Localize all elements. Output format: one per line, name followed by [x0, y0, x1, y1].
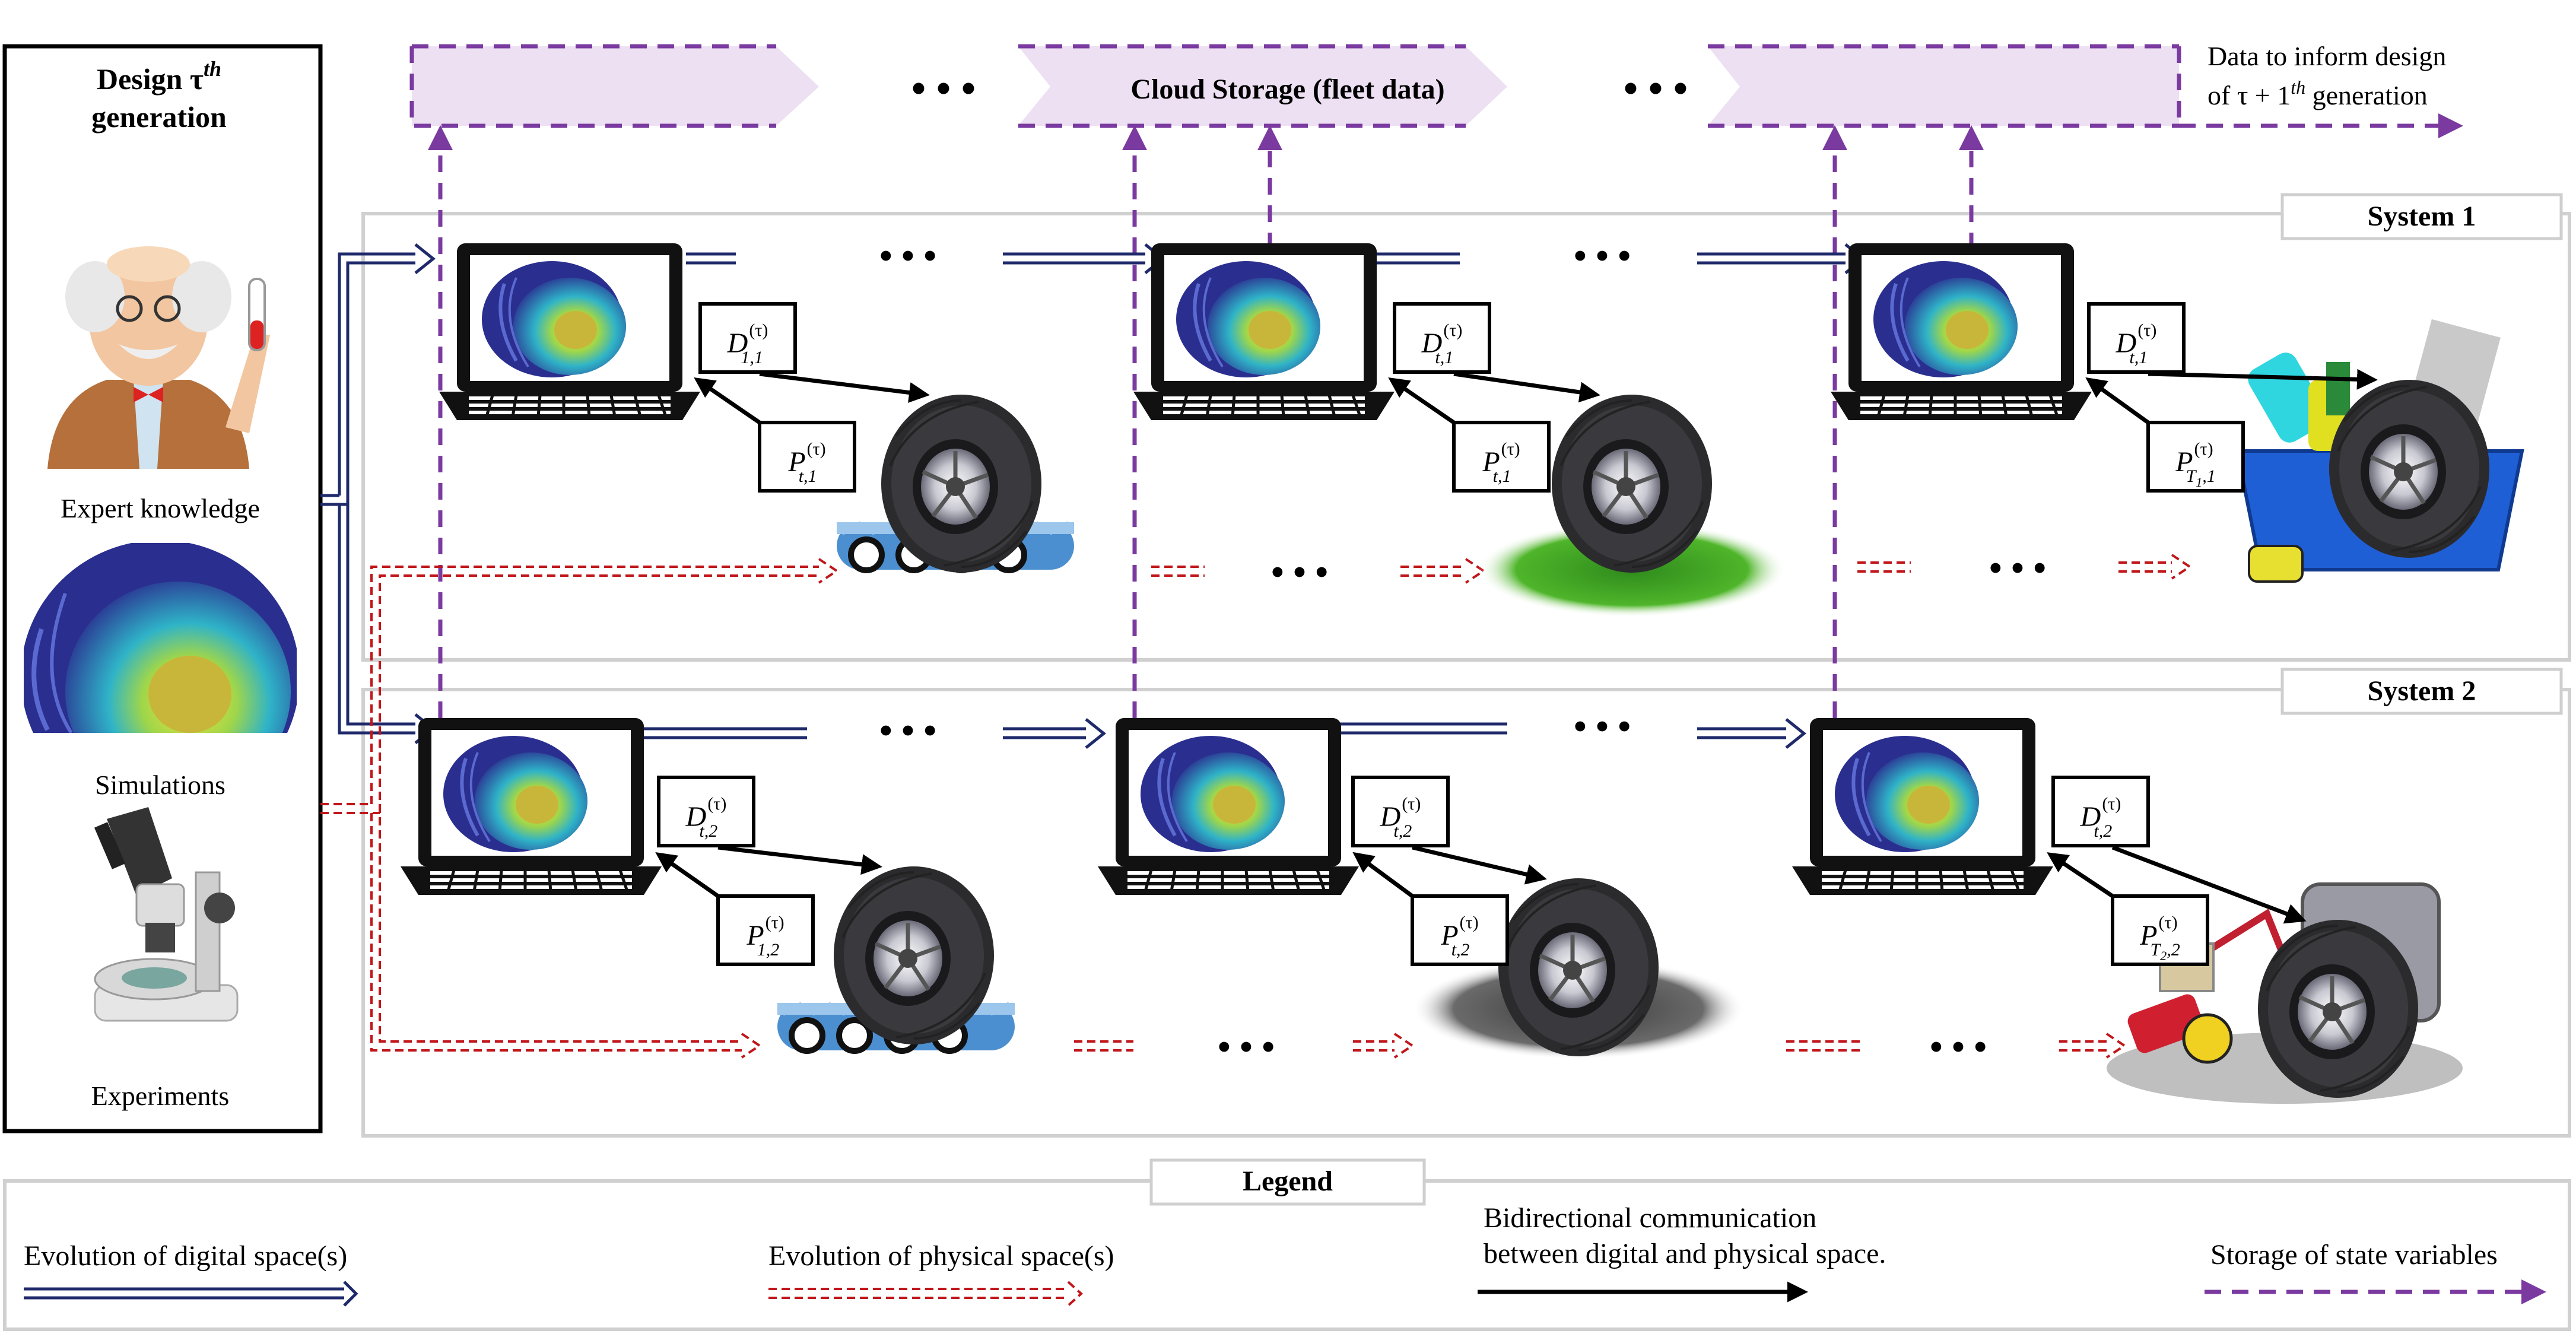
laptop-simulation-icon — [439, 243, 700, 420]
digital-to-physical-arrow — [2111, 845, 2307, 924]
digital-to-physical-arrow — [1412, 845, 1547, 885]
physical-state-box: P(τ)t,1 — [1452, 421, 1551, 493]
ellipsis-s2-a: • • • — [879, 711, 936, 751]
digital-to-physical-arrow — [717, 845, 882, 875]
ellipsis-s1-c: • • • — [1271, 552, 1328, 593]
physical-state-box: P(τ)T2,2 — [2111, 894, 2209, 966]
microscope-icon — [94, 807, 239, 1022]
digital-state-box: D(τ)t,1 — [2087, 302, 2186, 374]
tire-icon — [1552, 395, 1712, 573]
digital-state-label: D(τ)t,1 — [1421, 320, 1463, 367]
ellipsis-s2-b: • • • — [1574, 707, 1631, 747]
physical-to-digital-arrow — [655, 852, 720, 898]
ellipsis-s2-c: • • • — [1218, 1027, 1275, 1068]
legend-digital-label: Evolution of digital space(s) — [24, 1240, 347, 1272]
experiments-label: Experiments — [91, 1081, 230, 1111]
physical-state-label: P(τ)T2,2 — [2139, 913, 2180, 963]
design-title: Design τth — [97, 57, 221, 96]
cloud-storage-label: Cloud Storage (fleet data) — [1130, 74, 1444, 105]
ellipsis-s1-b: • • • — [1574, 236, 1631, 277]
legend: Legend Evolution of digital space(s) Evo… — [3, 1158, 2571, 1331]
digital-state-label: D(τ)t,2 — [2080, 794, 2121, 841]
digital-to-physical-arrow — [2148, 369, 2378, 390]
digital-state-label: D(τ)1,1 — [727, 320, 768, 367]
laptop-simulation-icon — [401, 718, 662, 895]
ellipsis-s2-d: • • • — [1930, 1027, 1987, 1068]
ellipsis-s1-a: • • • — [879, 236, 936, 277]
physical-to-digital-arrow — [2085, 377, 2150, 424]
design-subtitle: generation — [91, 100, 227, 134]
system-1-label: System 1 — [2368, 201, 2476, 232]
legend-storage-label: Storage of state variables — [2210, 1239, 2498, 1271]
physical-state-label: P(τ)T1,1 — [2175, 439, 2216, 490]
cloud-ellipsis-2: • • • — [1624, 66, 1688, 112]
digital-state-box: D(τ)t,2 — [2051, 776, 2150, 847]
physical-state-label: P(τ)t,2 — [1440, 913, 1478, 960]
inform-design-line1: Data to inform design — [2207, 41, 2446, 71]
physical-state-box: P(τ)t,2 — [1411, 894, 1509, 966]
tire-icon — [881, 395, 1041, 573]
physical-state-box: P(τ)t,1 — [758, 421, 856, 493]
stage-ellipses: • • • • • • • • • • • • • • • • • • • • … — [879, 236, 2046, 1068]
digital-to-physical-arrow — [1453, 371, 1600, 403]
stage-s2-1: D(τ)t,2P(τ)1,2 — [401, 718, 1015, 1051]
stage-s2-2: D(τ)t,2P(τ)t,2 — [1098, 718, 1745, 1059]
physical-state-label: P(τ)t,1 — [787, 439, 825, 486]
expert-scientist-icon — [47, 246, 270, 469]
laptop-simulation-icon — [1792, 718, 2053, 895]
tire-icon — [2258, 920, 2418, 1098]
expert-knowledge-label: Expert knowledge — [61, 493, 260, 523]
legend-bidir-line2: between digital and physical space. — [1484, 1238, 1886, 1269]
storage-arrows — [428, 125, 1984, 718]
simulations-label: Simulations — [95, 770, 225, 800]
stage-s1-2: D(τ)t,1P(τ)t,1 — [1133, 243, 1786, 617]
simulated-tire-icon — [24, 543, 297, 733]
stages-layer: D(τ)1,1P(τ)t,1D(τ)t,1P(τ)t,1D(τ)t,1P(τ)T… — [401, 243, 2524, 1104]
digital-state-box: D(τ)1,1 — [698, 302, 797, 374]
laptop-simulation-icon — [1098, 718, 1359, 895]
ellipsis-s1-d: • • • — [1989, 548, 2046, 589]
digital-state-label: D(τ)t,1 — [2116, 320, 2157, 367]
stage-s2-3: D(τ)t,2P(τ)T2,2 — [1792, 718, 2463, 1104]
tire-icon — [2329, 380, 2489, 558]
laptop-simulation-icon — [1133, 243, 1395, 420]
legend-title: Legend — [1243, 1165, 1333, 1197]
physical-to-digital-arrow — [2047, 852, 2114, 898]
physical-to-digital-arrow — [1388, 377, 1455, 424]
physical-state-box: P(τ)1,2 — [716, 894, 815, 966]
stage-s1-3: D(τ)t,1P(τ)T1,1 — [1831, 243, 2524, 583]
tire-icon — [834, 866, 994, 1044]
digital-state-box: D(τ)t,2 — [1351, 776, 1450, 847]
physical-to-digital-arrow — [694, 377, 761, 424]
digital-to-physical-arrow — [759, 371, 930, 403]
digital-state-label: D(τ)t,2 — [1380, 794, 1421, 841]
physical-state-label: P(τ)t,1 — [1482, 439, 1520, 486]
legend-bidir-line1: Bidirectional communication — [1484, 1202, 1816, 1234]
legend-digital-arrow — [24, 1281, 358, 1307]
cloud-storage-bar: • • • Cloud Storage (fleet data) • • • D… — [409, 41, 2463, 138]
digital-state-box: D(τ)t,1 — [1393, 302, 1491, 374]
digital-evolution-arrows — [320, 243, 1866, 749]
laptop-simulation-icon — [1831, 243, 2092, 420]
inform-design-line2: of τ + 1th generation — [2207, 77, 2428, 110]
physical-state-label: P(τ)1,2 — [746, 913, 784, 960]
digital-state-label: D(τ)t,2 — [685, 794, 727, 841]
cloud-ellipsis-1: • • • — [911, 66, 976, 112]
stage-s1-1: D(τ)1,1P(τ)t,1 — [439, 243, 1074, 573]
system-2-label: System 2 — [2368, 675, 2476, 707]
physical-to-digital-arrow — [1352, 852, 1414, 898]
physical-evolution-arrows — [320, 554, 2192, 1059]
tire-icon — [1498, 878, 1659, 1056]
legend-physical-label: Evolution of physical space(s) — [768, 1240, 1114, 1272]
physical-state-box: P(τ)T1,1 — [2146, 421, 2245, 493]
digital-state-box: D(τ)t,2 — [657, 776, 755, 847]
design-box: Design τth generation Expert knowledge — [2, 44, 323, 1133]
legend-physical-arrow — [768, 1281, 1083, 1307]
